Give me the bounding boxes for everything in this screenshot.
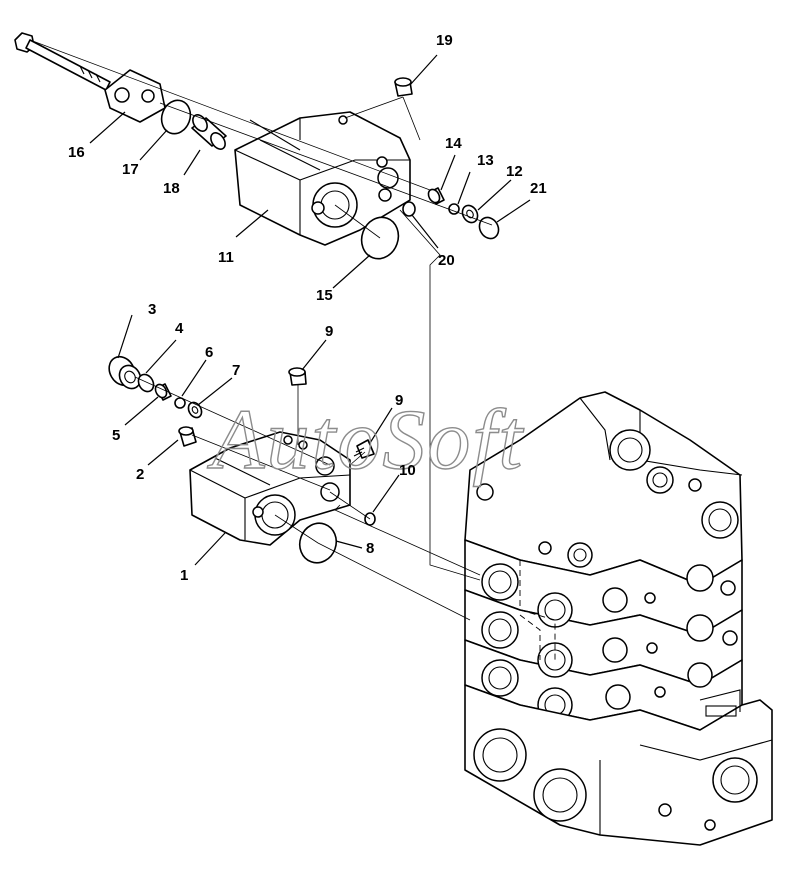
callout-2: 2 bbox=[136, 466, 144, 483]
callout-14: 14 bbox=[445, 135, 462, 152]
main-valve-body bbox=[464, 391, 773, 846]
callout-1: 1 bbox=[180, 567, 188, 584]
bolt-and-flange-16 bbox=[14, 32, 166, 123]
callout-21: 21 bbox=[530, 180, 547, 197]
callout-5: 5 bbox=[112, 427, 120, 444]
callout-16: 16 bbox=[68, 144, 85, 161]
callout-7: 7 bbox=[232, 362, 240, 379]
leader-lines bbox=[89, 54, 531, 566]
fitting-7 bbox=[187, 401, 203, 419]
callout-11: 11 bbox=[218, 249, 234, 266]
plug-19 bbox=[394, 77, 413, 97]
callout-12: 12 bbox=[506, 163, 523, 180]
o-ring-4 bbox=[137, 373, 155, 393]
callout-9-top: 9 bbox=[325, 323, 333, 340]
callout-4: 4 bbox=[175, 320, 184, 337]
watermark-text: AutoSoft bbox=[207, 391, 524, 487]
plug-3 bbox=[108, 355, 142, 390]
callout-13: 13 bbox=[477, 152, 494, 169]
plug-14 bbox=[427, 187, 445, 205]
callout-6: 6 bbox=[205, 344, 213, 361]
plug-5 bbox=[154, 383, 172, 401]
ball-6 bbox=[174, 397, 186, 409]
callout-8: 8 bbox=[366, 540, 374, 557]
callout-15: 15 bbox=[316, 287, 333, 304]
callout-9-side: 9 bbox=[395, 392, 403, 409]
callout-18: 18 bbox=[163, 180, 180, 197]
plug-2 bbox=[178, 426, 197, 447]
callout-20: 20 bbox=[438, 252, 455, 269]
callout-19: 19 bbox=[436, 32, 453, 49]
callout-17: 17 bbox=[122, 161, 139, 178]
callout-10: 10 bbox=[399, 462, 416, 479]
o-ring-21 bbox=[478, 216, 500, 240]
plug-18 bbox=[191, 114, 227, 150]
plug-9-side bbox=[353, 439, 375, 459]
plug-9-top bbox=[288, 367, 307, 386]
o-ring-17 bbox=[160, 99, 192, 135]
callout-3: 3 bbox=[148, 301, 156, 318]
o-ring-20 bbox=[402, 201, 416, 217]
